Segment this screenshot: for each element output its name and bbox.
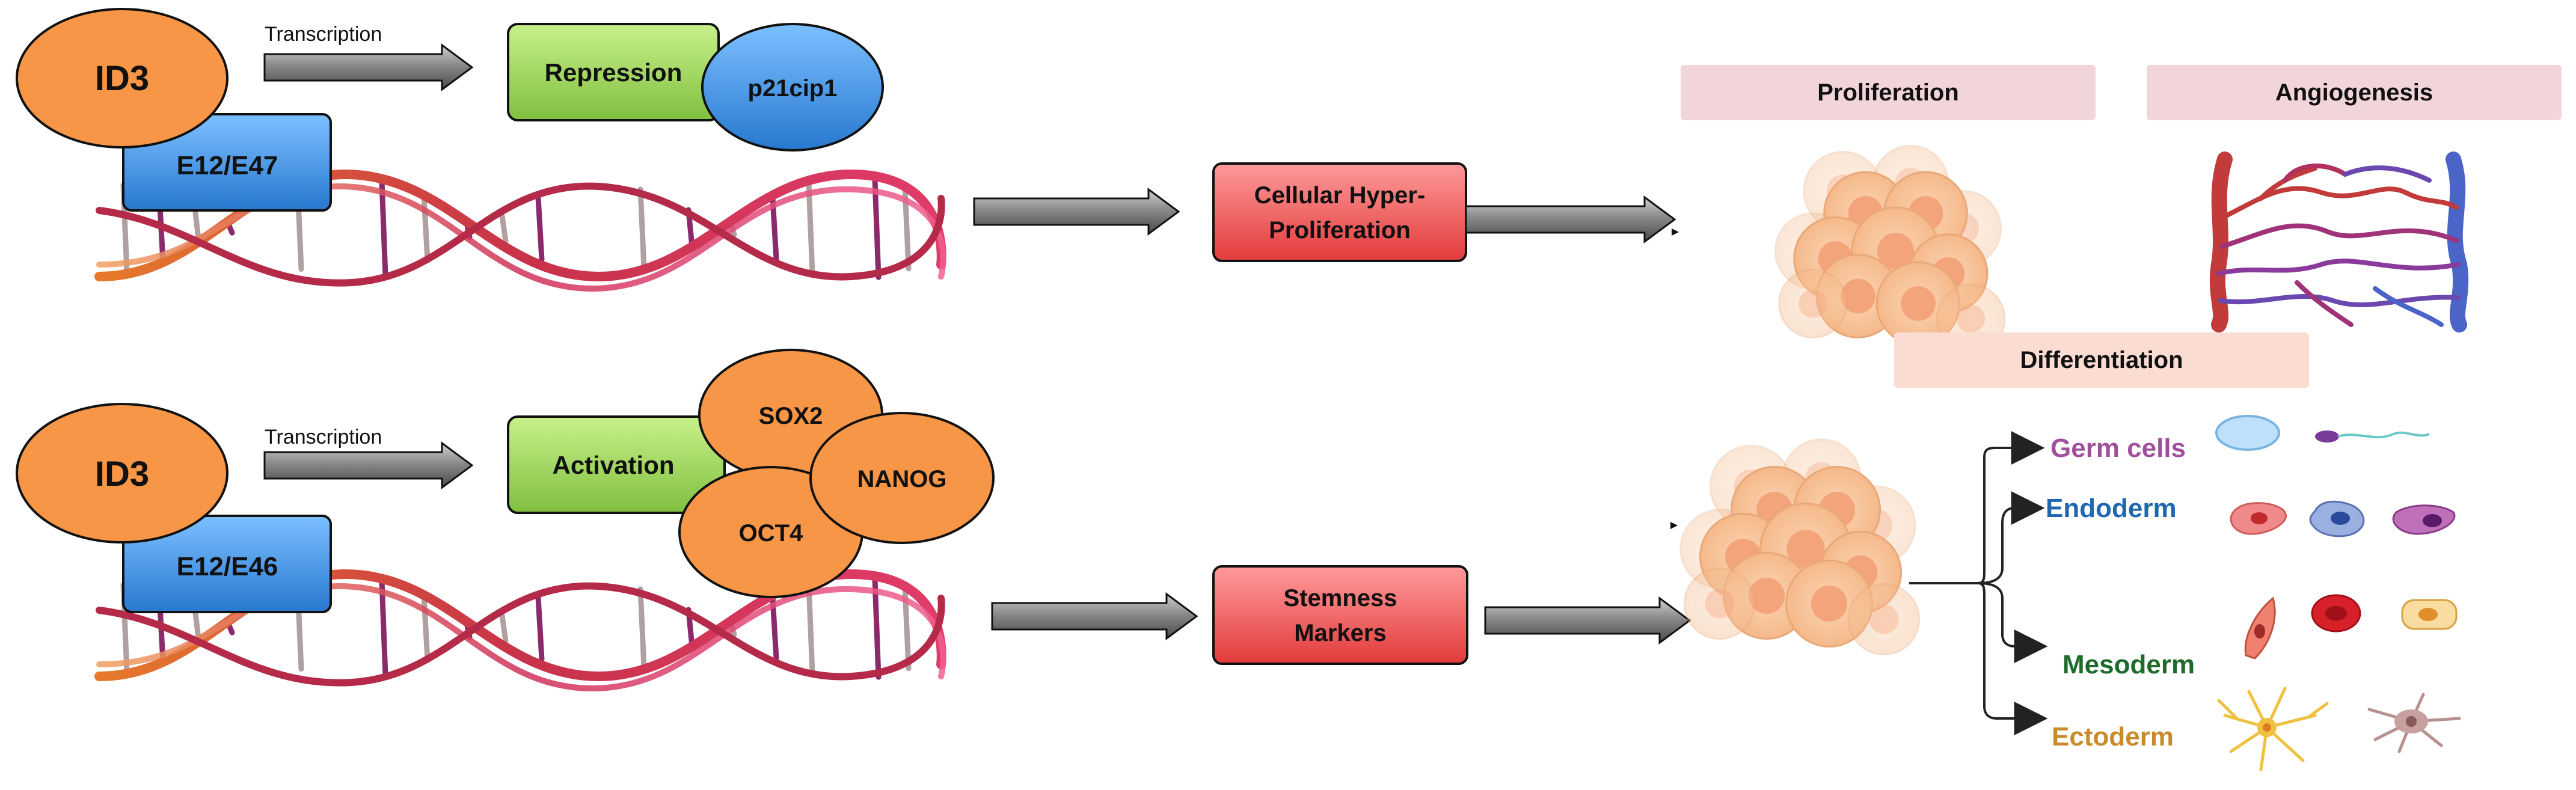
cell-nucleus — [1869, 604, 1899, 634]
cell-nucleus — [1841, 278, 1875, 314]
cell — [1684, 568, 1756, 640]
outcome-box-hyperproliferation: Cellular Hyper- Proliferation — [1212, 162, 1467, 262]
dna-rung — [806, 581, 815, 676]
svg-text:OCT4: OCT4 — [739, 520, 803, 547]
svg-text:SOX2: SOX2 — [759, 403, 823, 429]
lineage-label-germ-cells: Germ cells — [2050, 433, 2186, 463]
dna-rung — [379, 178, 388, 279]
lineage-label-endoderm: Endoderm — [2046, 494, 2177, 523]
transcription-arrow-bottom — [263, 441, 474, 489]
dna-rung — [637, 586, 647, 670]
cell-nucleus — [1956, 304, 1986, 333]
dna-rung — [499, 613, 509, 644]
partner-label-top: E12/E47 — [177, 151, 278, 180]
svg-text:Differentiation: Differentiation — [2020, 347, 2183, 373]
transcription-arrow-top — [263, 43, 474, 91]
effect-label-bottom: Activation — [552, 451, 674, 479]
dna-rung — [535, 594, 545, 663]
cell-nucleus — [1705, 589, 1735, 619]
effect-label-top: Repression — [545, 58, 682, 87]
dna-rung — [637, 186, 647, 271]
partner-label-bottom: E12/E46 — [177, 552, 278, 581]
cell-nucleus — [1748, 577, 1785, 614]
dna-rung — [499, 213, 509, 244]
dna-rung — [872, 577, 882, 680]
arrow-to-hyperproliferation — [973, 188, 1180, 236]
factor-ellipse-id3-bottom: ID3 — [16, 403, 228, 544]
dna-rung — [535, 194, 545, 263]
cell-nucleus — [1901, 286, 1936, 321]
cell-nucleus — [1811, 585, 1848, 622]
outcome-line-2-top: Proliferation — [1269, 217, 1411, 243]
target-ellipse-p21cip1: p21cip1 — [701, 23, 884, 152]
cell — [1848, 583, 1920, 655]
lineage-branches — [1909, 431, 2048, 735]
target-label-top: p21cip1 — [748, 75, 838, 102]
outcome-line-1-bottom: Stemness — [1284, 585, 1397, 611]
partner-box-e12-e46: E12/E46 — [122, 515, 332, 613]
target-ellipse-nanog: NANOG — [809, 412, 995, 544]
stem-cell-cluster — [1679, 438, 1920, 655]
dna-rung — [421, 593, 431, 664]
dna-rung — [872, 177, 882, 280]
lineage-label-ectoderm: Ectoderm — [2052, 722, 2174, 752]
result-label-differentiation: Differentiation — [1894, 332, 2309, 388]
germ-cell-icons — [2215, 415, 2430, 451]
arrow-to-stemness — [991, 592, 1198, 640]
dna-rung — [806, 181, 815, 276]
stray-marker-bottom — [1670, 522, 1678, 529]
result-label-angiogenesis: Angiogenesis — [2147, 65, 2562, 120]
cell-nucleus — [1799, 289, 1827, 318]
svg-text:NANOG: NANOG — [857, 466, 947, 492]
result-label-proliferation: Proliferation — [1681, 65, 2096, 120]
svg-text:Angiogenesis: Angiogenesis — [2275, 79, 2433, 106]
effect-box-repression: Repression — [507, 23, 720, 121]
stray-marker-top — [1672, 228, 1679, 236]
svg-text:Proliferation: Proliferation — [1817, 79, 1959, 106]
transcription-label-bottom: Transcription — [265, 426, 382, 449]
outcome-line-1-top: Cellular Hyper- — [1254, 182, 1426, 209]
arrow-to-results-top — [1465, 195, 1676, 243]
cell — [1778, 269, 1848, 338]
transcription-label-top: Transcription — [265, 23, 382, 46]
factor-label-bottom: ID3 — [95, 455, 149, 494]
lineage-label-mesoderm: Mesoderm — [2062, 650, 2195, 679]
effect-box-activation: Activation — [507, 415, 726, 514]
dna-rung — [421, 193, 431, 264]
arrow-to-results-bottom — [1484, 596, 1691, 645]
factor-label-top: ID3 — [95, 59, 149, 98]
mesoderm-cell-icons — [2244, 594, 2458, 660]
outcome-box-stemness: Stemness Markers — [1212, 565, 1468, 665]
ectoderm-cell-icons — [2217, 687, 2461, 771]
dna-rung — [379, 578, 388, 679]
factor-ellipse-id3-top: ID3 — [16, 8, 228, 149]
proliferating-cell-cluster — [1774, 145, 2006, 354]
endoderm-cell-icons — [2230, 500, 2456, 537]
outcome-line-2-bottom: Markers — [1294, 620, 1386, 646]
cell-nucleus — [1877, 233, 1914, 269]
cell-nucleus — [1786, 530, 1825, 568]
angiogenesis-vessels-illustration — [2209, 152, 2469, 332]
